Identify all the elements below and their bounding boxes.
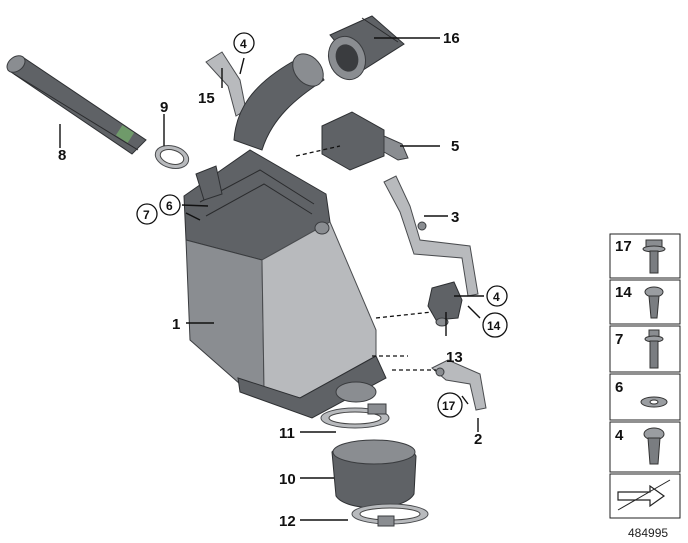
callout-17-circle bbox=[437, 392, 463, 418]
legend-cell-6 bbox=[609, 373, 681, 421]
callout-2: 2 bbox=[474, 431, 482, 448]
callout-6: 6 bbox=[166, 199, 173, 213]
callout-7: 7 bbox=[143, 208, 150, 222]
screw-icon bbox=[644, 286, 664, 319]
callout-17: 17 bbox=[442, 399, 456, 413]
callout-4-circle bbox=[233, 32, 255, 54]
legend-label-6: 6 bbox=[615, 379, 623, 396]
legend-cell-17 bbox=[609, 233, 681, 279]
part-16-coupling[interactable] bbox=[323, 15, 405, 85]
legend-cell-4 bbox=[609, 421, 681, 473]
part-1-intercooler[interactable] bbox=[183, 48, 387, 419]
part-13-sensor[interactable] bbox=[427, 281, 463, 327]
callout-4-right: 4 bbox=[493, 290, 500, 304]
part-5-cover[interactable] bbox=[321, 111, 409, 171]
torx-bolt-icon bbox=[643, 427, 665, 465]
part-8-pipe[interactable] bbox=[4, 52, 147, 155]
fastener-legend: 17 14 7 6 4 bbox=[609, 233, 681, 519]
callout-14: 14 bbox=[487, 319, 501, 333]
diagram-id: 484995 bbox=[628, 526, 668, 540]
hex-bolt-icon bbox=[642, 239, 666, 274]
callout-10: 10 bbox=[279, 471, 296, 488]
part-12-clamp[interactable] bbox=[351, 503, 429, 527]
part-9-clamp[interactable] bbox=[153, 142, 192, 172]
stud-icon bbox=[644, 329, 664, 369]
callout-13: 13 bbox=[446, 349, 463, 366]
callout-14-circle bbox=[482, 312, 508, 338]
callout-9: 9 bbox=[160, 99, 168, 116]
washer-icon bbox=[640, 396, 668, 408]
callout-12: 12 bbox=[279, 513, 296, 530]
part-2-bracket[interactable] bbox=[431, 359, 487, 411]
callout-4-top: 4 bbox=[240, 37, 247, 51]
callout-16: 16 bbox=[443, 30, 460, 47]
legend-cell-7 bbox=[609, 325, 681, 373]
legend-label-17: 17 bbox=[615, 238, 632, 255]
callout-6-circle bbox=[159, 194, 181, 216]
callout-5: 5 bbox=[451, 138, 459, 155]
callout-15: 15 bbox=[198, 90, 215, 107]
callout-3: 3 bbox=[451, 209, 459, 226]
part-3-bracket[interactable] bbox=[383, 175, 479, 297]
arrow-icon bbox=[617, 479, 671, 511]
callout-11: 11 bbox=[279, 425, 295, 442]
callout-4b-circle bbox=[486, 285, 508, 307]
callout-1: 1 bbox=[172, 316, 180, 333]
part-11-clamp[interactable] bbox=[320, 403, 390, 429]
legend-label-14: 14 bbox=[615, 284, 632, 301]
part-10-sleeve[interactable] bbox=[331, 439, 417, 509]
callout-8: 8 bbox=[58, 147, 66, 164]
callout-7-circle bbox=[136, 203, 158, 225]
legend-label-4: 4 bbox=[615, 427, 624, 444]
legend-cell-14 bbox=[609, 279, 681, 325]
legend-label-7: 7 bbox=[615, 331, 623, 348]
